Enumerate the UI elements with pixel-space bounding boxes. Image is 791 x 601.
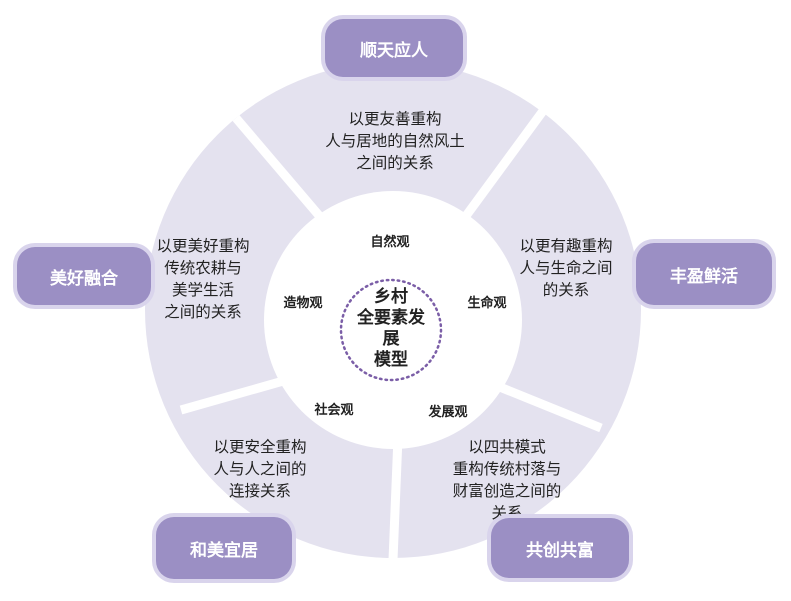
view-society: 社会观	[314, 403, 354, 418]
center-title: 乡村 全要素发 展 模型	[341, 287, 441, 371]
segment-left-line-2: 传统农耕与	[164, 259, 242, 277]
tag-bottom-right-label: 共创共富	[526, 540, 594, 561]
center-line-4: 模型	[374, 350, 408, 370]
center-line-3: 展	[382, 329, 400, 349]
segment-text-bottom-right: 以四共模式 重构传统村落与 财富创造之间的 关系	[432, 436, 582, 524]
segment-text-left: 以更美好重构 传统农耕与 美学生活 之间的关系	[143, 235, 263, 323]
view-creation: 造物观	[283, 296, 323, 311]
center-line-1: 乡村	[374, 287, 408, 307]
segment-bottom-right-line-2: 重构传统村落与	[452, 460, 562, 478]
segment-bottom-right-line-4: 关系	[491, 504, 523, 522]
segment-left-line-1: 以更美好重构	[156, 237, 250, 255]
segment-text-top: 以更友善重构 人与居地的自然风土 之间的关系	[310, 108, 480, 174]
tag-bottom-left: 和美宜居	[156, 517, 292, 579]
center-dotted-circle	[339, 278, 443, 382]
segment-left-line-3: 美学生活	[171, 281, 234, 299]
segment-left-line-4: 之间的关系	[164, 303, 242, 321]
segment-top-line-3: 之间的关系	[356, 154, 434, 172]
segment-right-line-2: 人与生命之间	[519, 259, 613, 277]
tag-top: 顺天应人	[325, 19, 463, 77]
segment-text-bottom-left: 以更安全重构 人与人之间的 连接关系	[195, 436, 325, 502]
tag-left: 美好融合	[17, 247, 151, 305]
segment-right-line-3: 的关系	[542, 281, 590, 299]
segment-bottom-right-line-1: 以四共模式	[468, 438, 546, 456]
segment-bottom-left-line-3: 连接关系	[228, 482, 291, 500]
segment-bottom-left-line-1: 以更安全重构	[213, 438, 307, 456]
tag-left-label: 美好融合	[50, 268, 118, 289]
segment-dividers	[179, 97, 603, 561]
segment-top-line-1: 以更友善重构	[348, 110, 442, 128]
tag-right-label: 丰盈鲜活	[670, 266, 738, 287]
tag-right: 丰盈鲜活	[636, 243, 772, 305]
center-line-2: 全要素发	[357, 308, 425, 328]
inner-disc	[264, 191, 522, 449]
view-nature: 自然观	[370, 235, 410, 250]
view-development: 发展观	[428, 405, 468, 420]
segment-right-line-1: 以更有趣重构	[519, 237, 613, 255]
tag-bottom-right: 共创共富	[491, 518, 629, 578]
view-life: 生命观	[467, 296, 507, 311]
segment-bottom-left-line-2: 人与人之间的	[213, 460, 307, 478]
tag-top-label: 顺天应人	[360, 40, 428, 61]
tag-bottom-left-label: 和美宜居	[190, 540, 258, 561]
segment-top-line-2: 人与居地的自然风土	[325, 132, 465, 150]
segment-bottom-right-line-3: 财富创造之间的	[452, 482, 562, 500]
segment-text-right: 以更有趣重构 人与生命之间 的关系	[506, 235, 626, 301]
